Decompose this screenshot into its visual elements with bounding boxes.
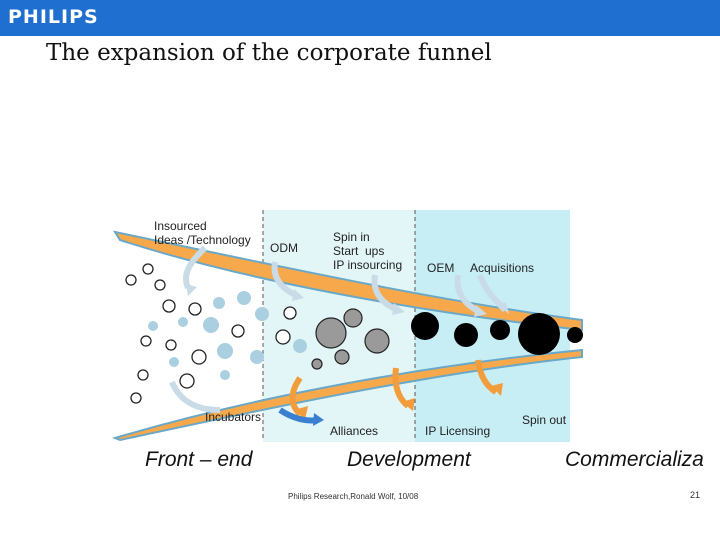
outflow-arrowhead-spin-out	[491, 383, 503, 396]
label-oem: OEM	[427, 261, 455, 275]
label-ip-licensing: IP Licensing	[425, 424, 491, 438]
page-title: The expansion of the corporate funnel	[46, 40, 492, 66]
outflow-arrowhead-alliances	[313, 413, 324, 426]
idea-circle	[283, 306, 297, 320]
label-insourced-ideas: Insourced Ideas /Technology	[154, 219, 251, 247]
inflow-arrowhead-4	[474, 305, 487, 317]
blue-bubble	[169, 357, 179, 367]
gray-bubble	[315, 317, 347, 349]
outflow-arrowhead-odm	[294, 406, 308, 420]
label-alliances: Alliances	[330, 424, 379, 438]
idea-circle	[137, 369, 149, 381]
idea-circle	[275, 329, 291, 345]
black-bubble	[518, 313, 560, 355]
idea-circle	[179, 373, 195, 389]
black-bubble	[454, 323, 478, 347]
blue-bubble	[293, 339, 307, 353]
black-bubble	[411, 312, 439, 340]
black-bubble	[567, 327, 583, 343]
outflow-arrow-spin-out	[475, 359, 498, 395]
blue-bubble	[203, 317, 219, 333]
phase-development: Development	[347, 448, 471, 471]
gray-bubble	[311, 358, 323, 370]
idea-circle	[140, 335, 152, 347]
idea-circle	[125, 274, 137, 286]
idea-circle	[231, 324, 245, 338]
blue-bubble	[178, 317, 188, 327]
inflow-arrowhead-2	[292, 289, 304, 301]
outflow-arrowhead-ip	[402, 398, 415, 411]
blue-bubble	[213, 297, 225, 309]
blue-bubble	[250, 350, 264, 364]
idea-circle	[165, 339, 177, 351]
idea-circle	[142, 263, 154, 275]
header-bar: PHILIPS	[0, 0, 720, 36]
blue-bubble	[148, 321, 158, 331]
phase-front-end: Front – end	[145, 448, 253, 471]
label-incubators: Incubators	[205, 410, 262, 424]
idea-circle	[154, 279, 166, 291]
phase-commercialization: Commercializa	[565, 448, 704, 471]
black-bubble	[490, 320, 510, 340]
idea-circle	[162, 299, 176, 313]
blue-bubble	[237, 291, 251, 305]
blue-bubble	[217, 343, 233, 359]
blue-bubble	[255, 307, 269, 321]
idea-circle	[130, 392, 142, 404]
gray-bubble	[343, 308, 363, 328]
inflow-arrowhead-3	[392, 303, 405, 315]
funnel-bottom-band	[111, 348, 583, 442]
blue-bubble	[220, 370, 230, 380]
philips-logo: PHILIPS	[8, 6, 99, 28]
label-odm: ODM	[270, 241, 298, 255]
label-acquisitions: Acquisitions	[470, 261, 535, 275]
gray-bubble	[364, 328, 390, 354]
inflow-arrowhead-5	[498, 302, 509, 314]
page-number: 21	[690, 490, 701, 500]
outflow-arrow-incubators	[169, 380, 221, 413]
label-spin-in: Spin in Start ups IP insourcing	[333, 230, 403, 272]
idea-circle	[191, 349, 207, 365]
idea-circle	[188, 302, 202, 316]
gray-bubble	[334, 349, 350, 365]
label-spin-out: Spin out	[522, 413, 567, 427]
inflow-arrowhead-1	[186, 284, 197, 296]
footer-credit: Philips Research,Ronald Wolf, 10/08	[288, 492, 419, 501]
